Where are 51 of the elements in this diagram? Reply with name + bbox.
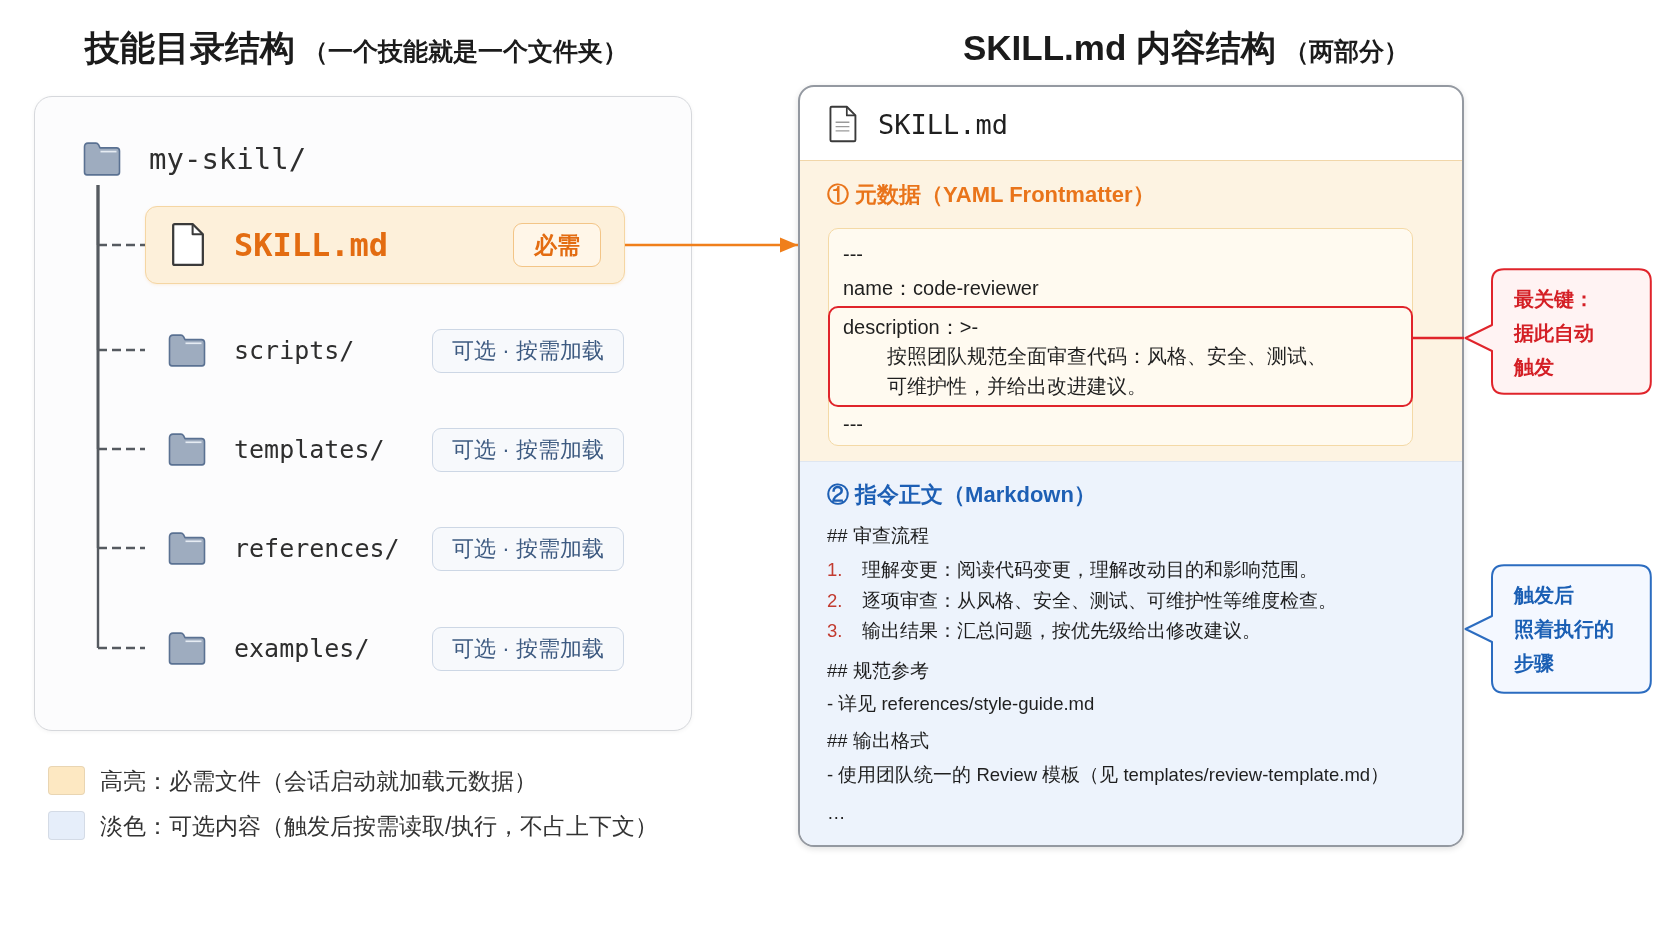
markdown-line: ## 输出格式: [827, 729, 929, 753]
connector-line: [1413, 336, 1464, 340]
markdown-line: 理解变更：阅读代码变更，理解改动目的和影响范围。: [862, 558, 1318, 582]
markdown-line: …: [827, 801, 846, 825]
heading: SKILL.md 内容结构: [963, 27, 1277, 69]
folder-name: templates/: [234, 434, 385, 464]
callout-text: 最关键：: [1514, 287, 1595, 312]
callout-text: 据此自动触发: [1514, 321, 1595, 380]
markdown-line: ## 审查流程: [827, 524, 929, 548]
tag: 可选 · 按需加载: [432, 627, 624, 671]
tree-line: [96, 185, 145, 650]
section-band: [800, 461, 1462, 845]
file-box: [145, 206, 625, 284]
highlight-box: [828, 306, 1413, 407]
list-number: 3.: [827, 619, 843, 643]
code-line: name：code-reviewer: [843, 276, 1039, 301]
tag: 可选 · 按需加载: [432, 527, 624, 571]
tag: 可选 · 按需加载: [432, 329, 624, 373]
code-line: ---: [843, 242, 863, 267]
panel: [34, 96, 692, 731]
folder-name: examples/: [234, 633, 370, 663]
section-heading: ② 指令正文（Markdown）: [827, 481, 1096, 509]
callout-text: 照着执行的步骤: [1514, 617, 1615, 676]
folder-name: references/: [234, 533, 400, 563]
code-line: description：>-: [843, 315, 979, 340]
markdown-line: 输出结果：汇总问题，按优先级给出修改建议。: [862, 619, 1261, 643]
file-name: SKILL.md: [878, 108, 1009, 142]
markdown-line: - 使用团队统一的 Review 模板（见 templates/review-template.md）: [827, 763, 1390, 787]
code-line: 按照团队规范全面审查代码：风格、安全、测试、可维护性，并给出改进建议。: [887, 344, 1328, 399]
section-band: [800, 160, 1462, 461]
subheading: （两部分）: [1284, 36, 1410, 67]
markdown-line: 逐项审查：从风格、安全、测试、可维护性等维度检查。: [862, 589, 1337, 613]
code-block: [828, 228, 1413, 446]
folder-name: scripts/: [234, 335, 355, 365]
arrow: [625, 237, 798, 253]
legend-text: 高亮：必需文件（会话启动就加载元数据）: [100, 766, 537, 796]
heading: 技能目录结构: [85, 27, 295, 69]
tag: 可选 · 按需加载: [432, 428, 624, 472]
markdown-line: ## 规范参考: [827, 659, 929, 683]
list-number: 2.: [827, 589, 843, 613]
code-line: ---: [843, 412, 863, 437]
folder-name: my-skill/: [149, 142, 307, 176]
card: [798, 85, 1464, 847]
section-heading: ① 元数据（YAML Frontmatter）: [827, 181, 1155, 209]
list-number: 1.: [827, 558, 843, 582]
legend-text: 淡色：可选内容（触发后按需读取/执行，不占上下文）: [100, 811, 659, 841]
callout-text: 触发后: [1514, 583, 1575, 608]
subheading: （一个技能就是一个文件夹）: [303, 36, 628, 67]
markdown-line: - 详见 references/style-guide.md: [827, 692, 1095, 716]
file-name: SKILL.md: [234, 225, 389, 265]
tag: 必需: [513, 223, 601, 267]
